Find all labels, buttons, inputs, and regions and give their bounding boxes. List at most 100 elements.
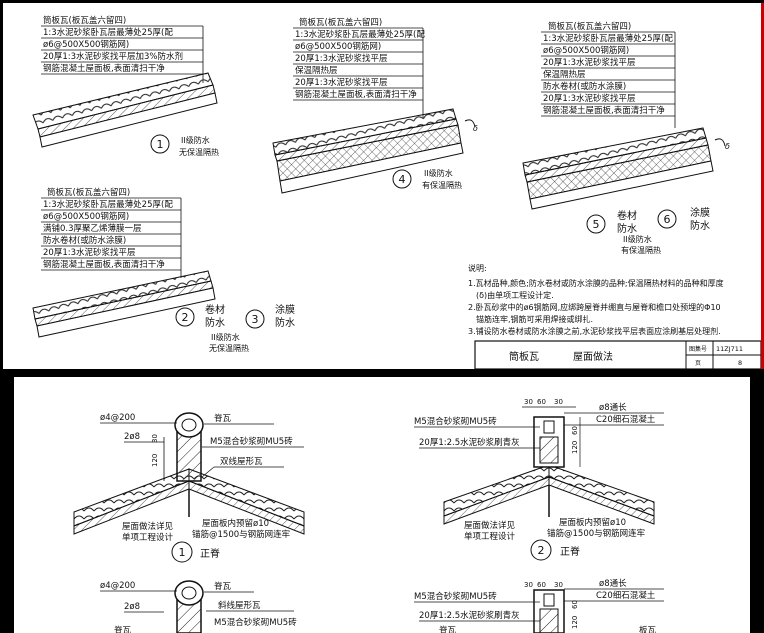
detail-caption: II级防水	[181, 135, 210, 145]
detail-number-circle	[171, 541, 193, 563]
notes-item: 锚筋连牢,钢筋可采用焊接或绑扎.	[476, 314, 593, 324]
detail-label: 防水	[690, 219, 710, 232]
callout-label: 脊瓦	[214, 581, 232, 592]
detail-label: 涂膜	[275, 303, 295, 316]
detail-caption: 有保温隔热	[422, 180, 462, 190]
layer-label: 筒板瓦(板瓦盖六留四)	[47, 187, 130, 198]
detail-label: 涂膜	[690, 206, 710, 219]
detail-number: 1	[179, 546, 186, 559]
callout-label: 20厚1:2.5水泥砂浆刷青灰	[419, 610, 520, 621]
notes-item: 1.瓦材品种,颜色;防水卷材或防水涂膜的品种;保温隔热材料的品种和厚度	[468, 278, 724, 288]
layer-label: 20厚1:3水泥砂浆找平层	[543, 57, 636, 68]
detail-number-circle	[245, 309, 265, 329]
layer-label: 钢筋混凝土屋面板,表面清扫干净	[43, 63, 165, 74]
detail-5-6-roof-section: 筒板瓦(板瓦盖六留四) 1:3水泥砂浆卧瓦层最薄处25厚(配 ø6@500X50…	[522, 21, 730, 255]
dimension-label: 60	[537, 581, 546, 589]
callout-label: 脊瓦	[214, 413, 232, 424]
notes-item: 2.卧瓦砂浆中的ø6钢筋网,应绑跨屋脊并绷直与屋脊和檐口处预埋的Φ10	[468, 302, 721, 312]
layer-label: 1:3水泥砂浆卧瓦层最薄处25厚(配	[295, 29, 425, 40]
detail-number: 2	[182, 311, 189, 324]
drawing-sheet-ridge-details: 120 30 ø4@200 2ø8 脊瓦 M5混合砂浆砌MU5砖 双线屋形瓦 屋…	[14, 377, 750, 633]
atlas-label: 图集号	[689, 345, 707, 353]
callout-label: 锚筋@1500与钢筋网连牢	[192, 529, 290, 540]
layer-label: 20厚1:3水泥砂浆找平层	[295, 77, 388, 88]
detail-number: 1	[157, 138, 164, 151]
layer-label: 20厚1:3水泥砂浆找平层加3%防水剂	[43, 51, 183, 62]
callout-label: M5混合砂浆砌MU5砖	[210, 436, 293, 447]
notes: 说明: 1.瓦材品种,颜色;防水卷材或防水涂膜的品种;保温隔热材料的品种和厚度 …	[468, 263, 724, 336]
detail-number: 2	[538, 544, 545, 557]
detail-number-circle	[175, 307, 195, 327]
detail-number-circle	[586, 214, 606, 234]
callout-label: ø8通长	[599, 578, 627, 589]
callout-label: 斜线屋形瓦	[218, 600, 261, 611]
layer-label: 20厚1:3水泥砂浆找平层	[43, 247, 136, 258]
atlas-number: 11ZJ711	[716, 345, 743, 353]
notes-item: 3.铺设防水卷材或防水涂膜之前,水泥砂浆找平层表面应涂刷基层处理剂.	[468, 326, 721, 336]
ridge-detail-2: 30 60 30 120 60 M5混合砂浆砌MU5砖 ø8通长 C20细石混凝…	[414, 398, 664, 561]
callout-label: M5混合砂浆砌MU5砖	[414, 416, 497, 427]
layer-label: 1:3水泥砂浆卧瓦层最薄处25厚(配	[543, 33, 673, 44]
callout-label: ø4@200	[100, 581, 135, 591]
detail-label: 防水	[617, 222, 637, 235]
detail-caption: 无保温隔热	[179, 147, 219, 157]
layer-label: 筒板瓦(板瓦盖六留四)	[299, 17, 382, 28]
detail-2-3-roof-section: 筒板瓦(板瓦盖六留四) 1:3水泥砂浆卧瓦层最薄处25厚(配 ø6@500X50…	[32, 187, 295, 353]
layer-label: 筒板瓦(板瓦盖六留四)	[43, 15, 126, 26]
page-number: 8	[738, 359, 742, 367]
callout-label: 2ø8	[124, 602, 140, 612]
detail-number-circle	[150, 134, 170, 154]
detail-caption: II级防水	[211, 332, 240, 342]
detail-label: 卷材	[205, 303, 225, 316]
title-name: 筒板瓦	[509, 350, 539, 363]
detail-number-circle	[392, 169, 412, 189]
detail-caption: II级防水	[623, 234, 652, 244]
detail-number: 5	[593, 218, 600, 231]
ridge-detail-3-partial: ø4@200 2ø8 脊瓦 斜线屋形瓦 M5混合砂浆砌MU5砖 脊瓦	[100, 580, 297, 633]
callout-label: 板瓦	[639, 625, 657, 633]
detail-caption: 有保温隔热	[621, 245, 661, 255]
callout-label: 屋面做法详见	[464, 520, 516, 531]
dimension-label: 60	[571, 426, 579, 435]
detail-number-circle	[530, 539, 552, 561]
callout-label: 单项工程设计	[464, 531, 516, 542]
detail-4-roof-section: 筒板瓦(板瓦盖六留四) 1:3水泥砂浆卧瓦层最薄处25厚(配 ø6@500X50…	[272, 17, 478, 194]
callout-label: C20细石混凝土	[596, 414, 656, 425]
dimension-label: 30	[524, 398, 533, 406]
callout-label: 屋面做法详见	[122, 521, 174, 532]
detail-number-circle	[657, 209, 677, 229]
detail-caption: 无保温隔热	[209, 343, 249, 353]
title-name: 屋面做法	[573, 350, 613, 363]
layer-label: 满铺0.3厚聚乙烯薄膜一层	[43, 223, 142, 234]
callout-label: M5混合砂浆砌MU5砖	[414, 591, 497, 602]
detail-name: 正脊	[560, 545, 580, 558]
layer-label: 1:3水泥砂浆卧瓦层最薄处25厚(配	[43, 199, 173, 210]
callout-label: 20厚1:2.5水泥砂浆刷青灰	[419, 437, 520, 448]
page-label: 页	[695, 360, 701, 367]
ridge-details-drawing: 120 30 ø4@200 2ø8 脊瓦 M5混合砂浆砌MU5砖 双线屋形瓦 屋…	[73, 398, 664, 633]
layer-label: 筒板瓦(板瓦盖六留四)	[548, 21, 631, 32]
detail-1-roof-section: 筒板瓦(板瓦盖六留四) 1:3水泥砂浆卧瓦层最薄处25厚(配 ø6@500X50…	[32, 15, 219, 157]
layer-label: ø6@500X500钢筋网)	[43, 211, 129, 222]
callout-label: 锚筋@1500与钢筋网连牢	[547, 528, 645, 539]
dimension-label: 30	[151, 434, 159, 443]
dimension-label: 30	[554, 398, 563, 406]
callout-label: 单项工程设计	[122, 532, 174, 543]
detail-name: 正脊	[200, 547, 220, 560]
notes-item: (δ)由单项工程设计定.	[476, 290, 554, 300]
callout-label: 2ø8	[124, 432, 140, 442]
layer-label: 钢筋混凝土屋面板,表面清扫干净	[295, 89, 417, 100]
ridge-detail-4-partial: 30 60 30 120 60 M5混合砂浆砌MU5砖 ø8通长 C20细石混凝…	[414, 578, 664, 633]
layer-label: 保温隔热层	[543, 69, 586, 80]
detail-label: 卷材	[617, 209, 637, 222]
dimension-label: 120	[151, 454, 159, 467]
detail-caption: II级防水	[424, 168, 453, 178]
layer-label: 防水卷材(或防水涂膜)	[43, 235, 126, 246]
dimension-label: 30	[554, 581, 563, 589]
thickness-symbol: δ	[725, 142, 730, 151]
layer-label: 20厚1:3水泥砂浆找平层	[295, 53, 388, 64]
detail-number: 4	[399, 173, 406, 186]
layer-label: 保温隔热层	[295, 65, 338, 76]
callout-label: 双线屋形瓦	[220, 456, 263, 467]
layer-label: 防水卷材(或防水涂膜)	[543, 81, 626, 92]
